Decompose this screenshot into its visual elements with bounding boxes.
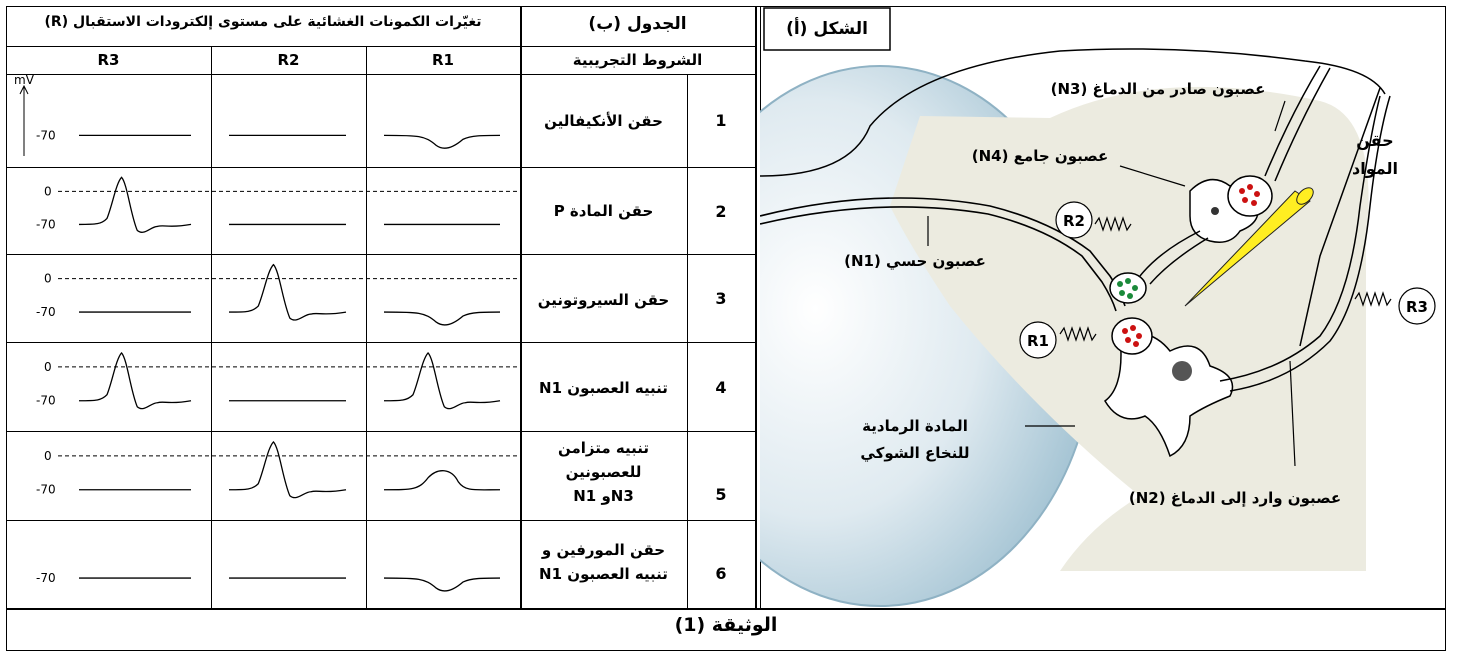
mv-axis-arrow <box>19 84 29 95</box>
electrode-r1-label: R1 <box>1027 332 1049 350</box>
grey-matter-label: للنخاع الشوكي <box>860 444 969 462</box>
column-header-r3: R3 <box>97 51 120 69</box>
trace-r1 <box>383 134 501 149</box>
trace-r3 <box>78 351 192 410</box>
document-caption: الوثيقة (1) <box>674 614 778 636</box>
tick-label-rest: -70 <box>36 571 56 585</box>
column-header-r1: R1 <box>432 51 454 69</box>
electrode-r2-label: R2 <box>1063 212 1085 230</box>
injection-label: حقن <box>1356 131 1393 150</box>
document-frame <box>6 6 1446 651</box>
trace-r1 <box>383 577 501 592</box>
potentials-header: تغيّرات الكمونات الغشائية على مستوى إلكت… <box>44 14 482 30</box>
row-number: 2 <box>715 202 727 221</box>
conditions-header: الشروط التجريبية <box>572 51 703 69</box>
column-header-r2: R2 <box>277 51 300 69</box>
mv-axis-label: mV <box>14 73 35 87</box>
n4-label: عصبون جامع (N4) <box>972 147 1109 165</box>
tick-label-zero: 0 <box>44 360 52 374</box>
synapse-n1-n2 <box>1111 317 1153 355</box>
condition-cell: تنبيه العصبون N1 <box>539 379 668 397</box>
row-number: 1 <box>715 111 727 130</box>
tick-label-rest: -70 <box>36 483 56 497</box>
condition-cell: تنبيه متزامن للعصبونين N3و N1 <box>558 439 649 505</box>
figure-title: الشكل (أ) <box>786 17 868 39</box>
n3-label: عصبون صادر من الدماغ (N3) <box>1051 80 1266 98</box>
trace-r2 <box>228 263 347 321</box>
grey-matter-label: المادة الرمادية <box>862 417 968 435</box>
electrode-r1-wire <box>1059 326 1097 342</box>
footer-divider <box>6 608 1446 610</box>
n1-label: عصبون حسي (N1) <box>844 252 986 270</box>
trace-r2 <box>228 440 347 499</box>
row-number: 4 <box>715 378 727 397</box>
condition-cell: حقن الأنكيفالين <box>544 112 663 130</box>
electrode-r3-label: R3 <box>1406 298 1428 316</box>
potential-traces: mV -70 -70 0 -70 0 -70 0 -70 0 -70 <box>14 73 518 592</box>
tick-label-rest: -70 <box>36 305 56 319</box>
row-number: 3 <box>715 289 727 308</box>
experiment-table: تغيّرات الكمونات الغشائية على مستوى إلكت… <box>6 6 757 608</box>
trace-r3 <box>78 176 192 233</box>
tick-label-zero: 0 <box>44 449 52 463</box>
tick-label-rest: -70 <box>36 128 56 142</box>
tick-label-zero: 0 <box>44 272 52 286</box>
condition-cell: حقن المورفين و تنبيه العصبون N1 <box>539 541 668 583</box>
electrode-r2-wire <box>1094 216 1132 232</box>
condition-cell: حقن المادة P <box>553 202 654 220</box>
n2-label: عصبون وارد إلى الدماغ (N2) <box>1129 489 1341 507</box>
spinal-cord-figure: R2 R1 R3 الشكل (أ) عصبون صادر من الدماغ … <box>760 7 1436 607</box>
trace-r1 <box>383 311 501 326</box>
tick-label-rest: -70 <box>36 394 56 408</box>
neuron-n2 <box>1104 95 1391 458</box>
injection-label: المواد <box>1352 159 1398 178</box>
condition-cell: حقن السيروتونين <box>537 291 670 309</box>
trace-r1 <box>383 470 501 491</box>
tick-label-rest: -70 <box>36 217 56 231</box>
row-number: 5 <box>715 485 727 504</box>
neuron-n3 <box>1227 65 1331 217</box>
tick-label-zero: 0 <box>44 184 52 198</box>
trace-r1 <box>383 351 501 410</box>
table-title: الجدول (ب) <box>588 14 687 34</box>
electrode-r3-wire <box>1354 291 1392 307</box>
row-number: 6 <box>715 564 727 583</box>
